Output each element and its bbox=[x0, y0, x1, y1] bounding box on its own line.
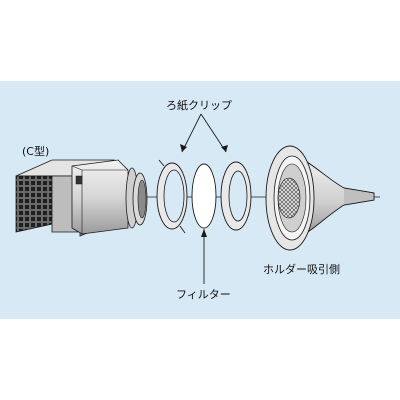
leader-lines bbox=[180, 113, 228, 284]
filter-clip-ring-right bbox=[220, 161, 252, 231]
c-type-filter-block bbox=[15, 159, 148, 237]
filter-clip-label: ろ紙クリップ bbox=[166, 99, 232, 112]
filter-label: フィルター bbox=[176, 288, 231, 301]
filter-clip-ring-left bbox=[156, 159, 188, 234]
holder-suction-side-label: ホルダー吸引側 bbox=[263, 263, 340, 276]
holder-suction-side bbox=[265, 145, 375, 251]
filter-disc bbox=[191, 163, 217, 229]
c-type-label: (C型) bbox=[22, 145, 50, 158]
